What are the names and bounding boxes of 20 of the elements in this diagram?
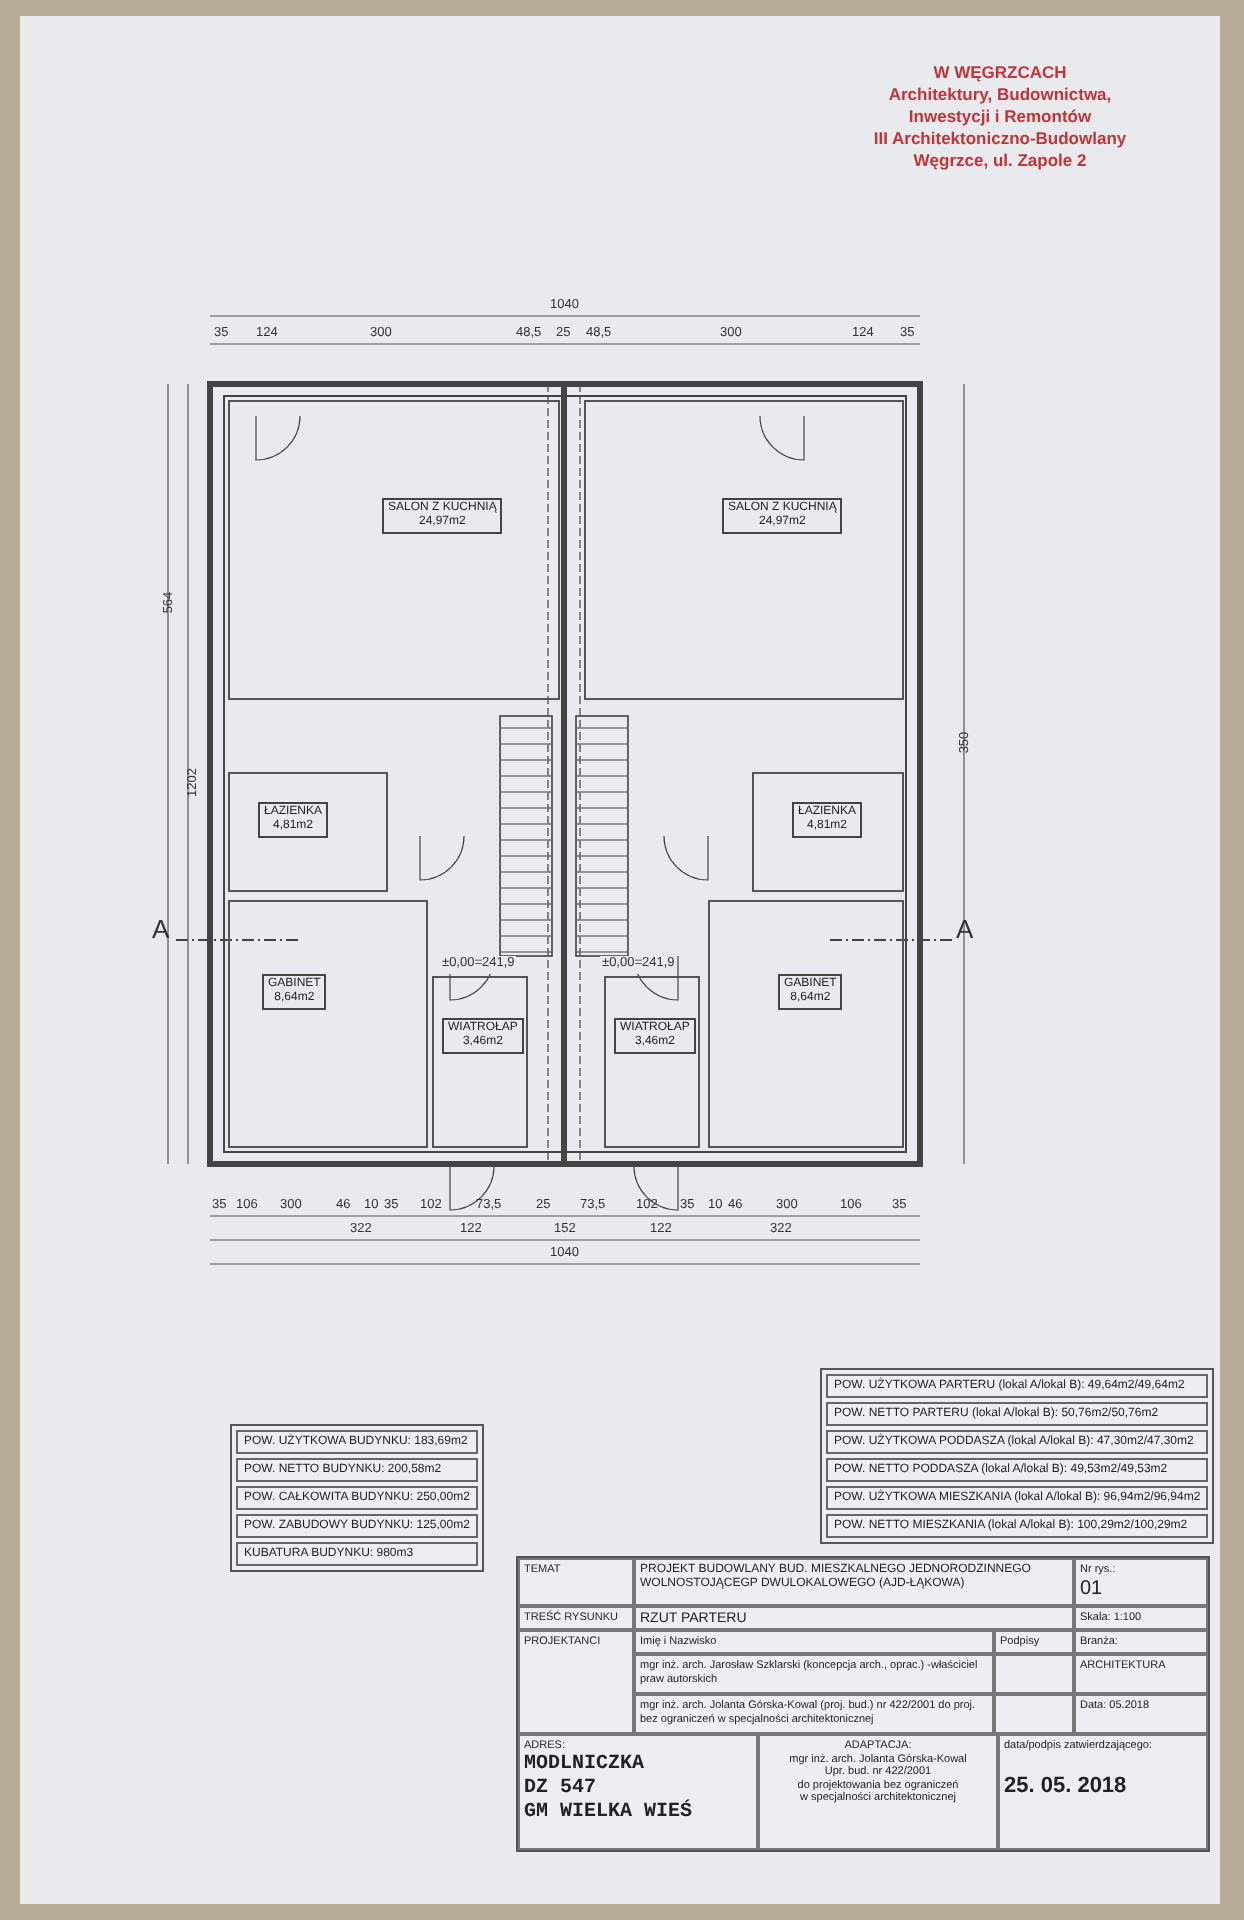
stamp-text: III Architektoniczno-Budowlany	[871, 130, 1129, 147]
room-outline	[228, 772, 388, 892]
room-outline	[432, 976, 528, 1148]
address-text: GM WIELKA WIEŚ	[524, 1801, 695, 1826]
section-mark: A	[152, 916, 170, 942]
address-text: MODLNICZKA	[524, 1753, 647, 1778]
room-outline	[752, 772, 904, 892]
stamp-text: Architektury, Budownictwa,	[886, 86, 1114, 103]
stamp-text: Węgrzce, ul. Zapole 2	[911, 152, 1089, 169]
room-outline	[228, 900, 428, 1148]
room-outline	[228, 400, 560, 700]
title-block-text: 01	[1080, 1577, 1105, 1602]
room-outline	[708, 900, 904, 1148]
stamp-text: Inwestycji i Remontów	[906, 108, 1094, 125]
stamp-text: W WĘGRZCACH	[931, 64, 1069, 81]
room-outline	[604, 976, 700, 1148]
address-text: DZ 547	[524, 1777, 599, 1802]
section-mark: A	[956, 916, 974, 942]
room-outline	[584, 400, 904, 700]
title-block-text: 25. 05. 2018	[1004, 1773, 1129, 1800]
